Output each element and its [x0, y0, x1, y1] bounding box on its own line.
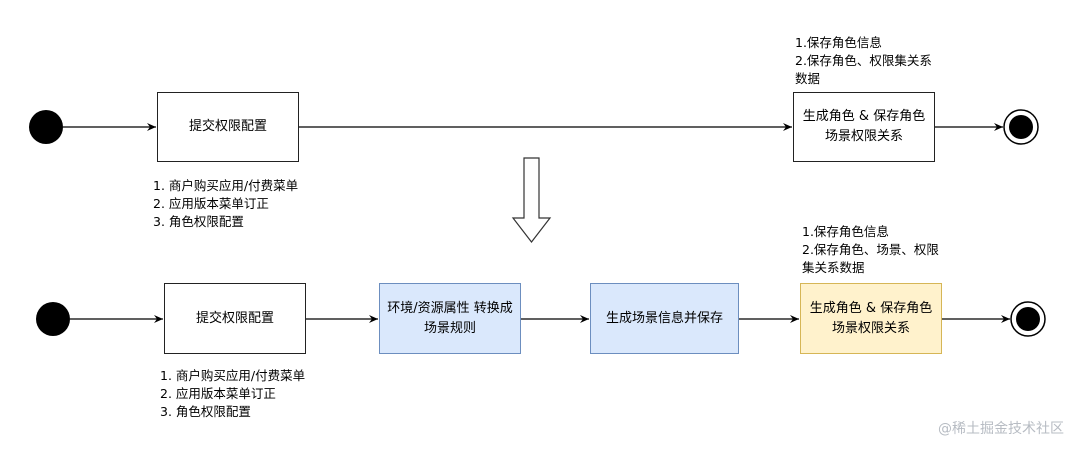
- bottom-submit-notes: 1. 商户购买应用/付费菜单 2. 应用版本菜单订正 3. 角色权限配置: [160, 367, 305, 421]
- top-generate-box: 生成角色 & 保存角色 场景权限关系: [793, 92, 935, 162]
- bottom-generate-note-1: 1.保存角色信息: [802, 224, 889, 239]
- top-start-node: [29, 110, 63, 144]
- top-submit-box: 提交权限配置: [157, 92, 299, 162]
- bottom-scene-label: 生成场景信息并保存: [605, 310, 723, 326]
- top-submit-note-1: 1. 商户购买应用/付费菜单: [153, 178, 299, 193]
- top-generate-label-line-1: 生成角色 & 保存角色: [802, 109, 926, 124]
- transition-down-arrow: [511, 157, 552, 243]
- bottom-submit-box: 提交权限配置: [164, 283, 306, 354]
- bottom-generate-note-2: 2.保存角色、场景、权限: [802, 242, 939, 257]
- bottom-end-node: [1010, 301, 1046, 337]
- bottom-generate-box: 生成角色 & 保存角色 场景权限关系: [800, 283, 942, 354]
- bottom-submit-note-2: 2. 应用版本菜单订正: [160, 386, 276, 401]
- top-submit-notes: 1. 商户购买应用/付费菜单 2. 应用版本菜单订正 3. 角色权限配置: [153, 177, 298, 231]
- top-submit-label: 提交权限配置: [188, 119, 267, 134]
- top-generate-note-1: 1.保存角色信息: [795, 35, 882, 50]
- bottom-scene-box: 生成场景信息并保存: [590, 283, 739, 354]
- bottom-generate-label-line-1: 生成角色 & 保存角色: [809, 300, 933, 316]
- top-generate-note-3: 数据: [795, 71, 821, 86]
- bottom-submit-note-3: 3. 角色权限配置: [160, 404, 251, 419]
- top-generate-note-2: 2.保存角色、权限集关系: [795, 53, 932, 68]
- watermark: @稀土掘金技术社区: [938, 421, 1064, 437]
- bottom-generate-notes: 1.保存角色信息 2.保存角色、场景、权限 集关系数据: [802, 223, 939, 277]
- top-end-node: [1003, 109, 1039, 145]
- bottom-convert-label-line-2: 场景规则: [423, 320, 476, 336]
- bottom-generate-note-3: 集关系数据: [802, 260, 865, 275]
- bottom-submit-note-1: 1. 商户购买应用/付费菜单: [160, 368, 306, 383]
- bottom-convert-label-line-1: 环境/资源属性 转换成: [387, 300, 513, 316]
- bottom-generate-label-line-2: 场景权限关系: [831, 320, 910, 336]
- top-submit-note-3: 3. 角色权限配置: [153, 214, 244, 229]
- bottom-submit-label: 提交权限配置: [195, 310, 274, 326]
- top-generate-notes: 1.保存角色信息 2.保存角色、权限集关系 数据: [795, 34, 932, 88]
- bottom-convert-box: 环境/资源属性 转换成 场景规则: [379, 283, 521, 354]
- bottom-start-node: [36, 302, 70, 336]
- top-submit-note-2: 2. 应用版本菜单订正: [153, 196, 269, 211]
- top-generate-label-line-2: 场景权限关系: [824, 129, 903, 144]
